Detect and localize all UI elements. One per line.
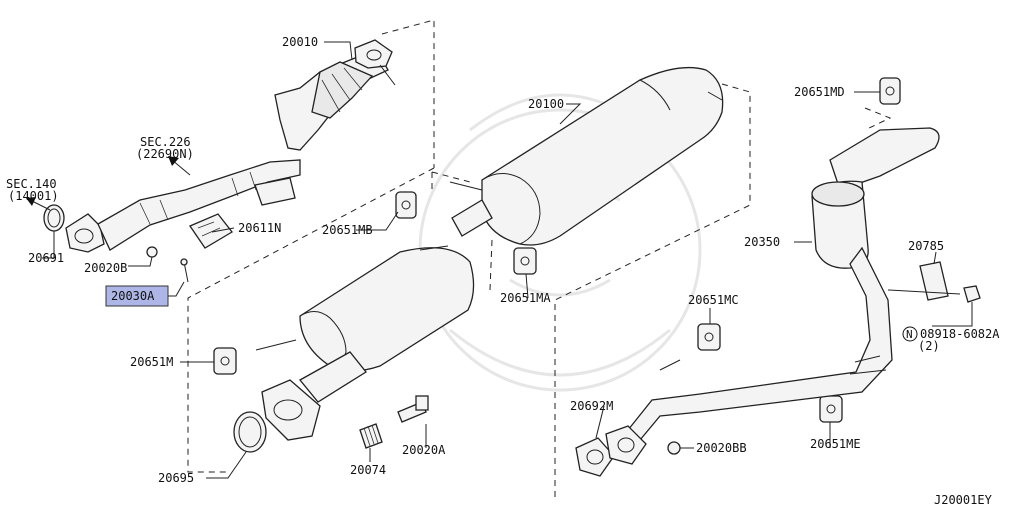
label-20785: 20785 [908,239,944,253]
center-muffler-20100[interactable] [449,66,724,246]
nut-symbol-circle [902,326,918,342]
label-20611N: 20611N [238,221,281,235]
mount-20651MA[interactable] [513,247,537,275]
highlight-20030A[interactable]: 20030A [105,285,169,307]
front-pipe-20010[interactable] [65,39,396,253]
highlight-box-20030A [105,285,169,307]
label-20692M: 20692M [570,399,613,413]
callout-08918-6082A: N 08918-6082A (2) [902,326,1000,353]
mount-20651MD[interactable] [879,77,901,105]
label-sec226-code: (22690N) [136,147,194,161]
bracket-20785[interactable] [887,261,961,301]
label-20100: 20100 [528,97,564,111]
ring-20695[interactable] [233,411,267,453]
mount-20651ME[interactable] [819,395,843,423]
label-08918-6082A: 08918-6082A [920,327,1000,341]
label-20030A: 20030A [111,289,155,303]
label-20074: 20074 [350,463,386,477]
label-20010: 20010 [282,35,318,49]
label-20651M: 20651M [130,355,173,369]
nut-08918-6082A[interactable] [963,285,981,303]
bolt-20020A[interactable] [397,395,429,423]
label-20651MA: 20651MA [500,291,551,305]
dashed-assembly-boundaries [187,19,892,500]
label-08918-qty: (2) [918,339,940,353]
gasket-20692M[interactable] [575,425,647,477]
gasket-20691[interactable] [43,204,65,250]
nut-20020B[interactable] [146,246,158,258]
nut-20020BB[interactable] [667,441,681,455]
mount-20651MB[interactable] [395,191,417,219]
label-sec140-code: (14001) [8,189,59,203]
label-sec140: SEC.140 [6,177,57,191]
label-20020BB: 20020BB [696,441,747,455]
leader-lines [42,41,973,479]
main-muffler[interactable] [255,245,475,441]
label-20691: 20691 [28,251,64,265]
label-sec226: SEC.226 [140,135,191,149]
nut-symbol: N [906,328,913,341]
label-20651MD: 20651MD [794,85,845,99]
bracket-20611N[interactable] [189,213,233,249]
direction-arrows [26,156,191,211]
diagram-code: J20001EY [934,493,993,507]
label-20651MB: 20651MB [322,223,373,237]
label-20020B: 20020B [84,261,127,275]
stud-20030A[interactable] [180,258,189,283]
label-20651MC: 20651MC [688,293,739,307]
label-20651ME: 20651ME [810,437,861,451]
spring-20074[interactable] [359,423,383,449]
label-20695: 20695 [158,471,194,485]
rear-muffler-20350[interactable] [627,127,940,441]
mount-20651M[interactable] [213,347,237,375]
label-20020A: 20020A [402,443,446,457]
mount-20651MC[interactable] [697,323,721,351]
label-20350: 20350 [744,235,780,249]
